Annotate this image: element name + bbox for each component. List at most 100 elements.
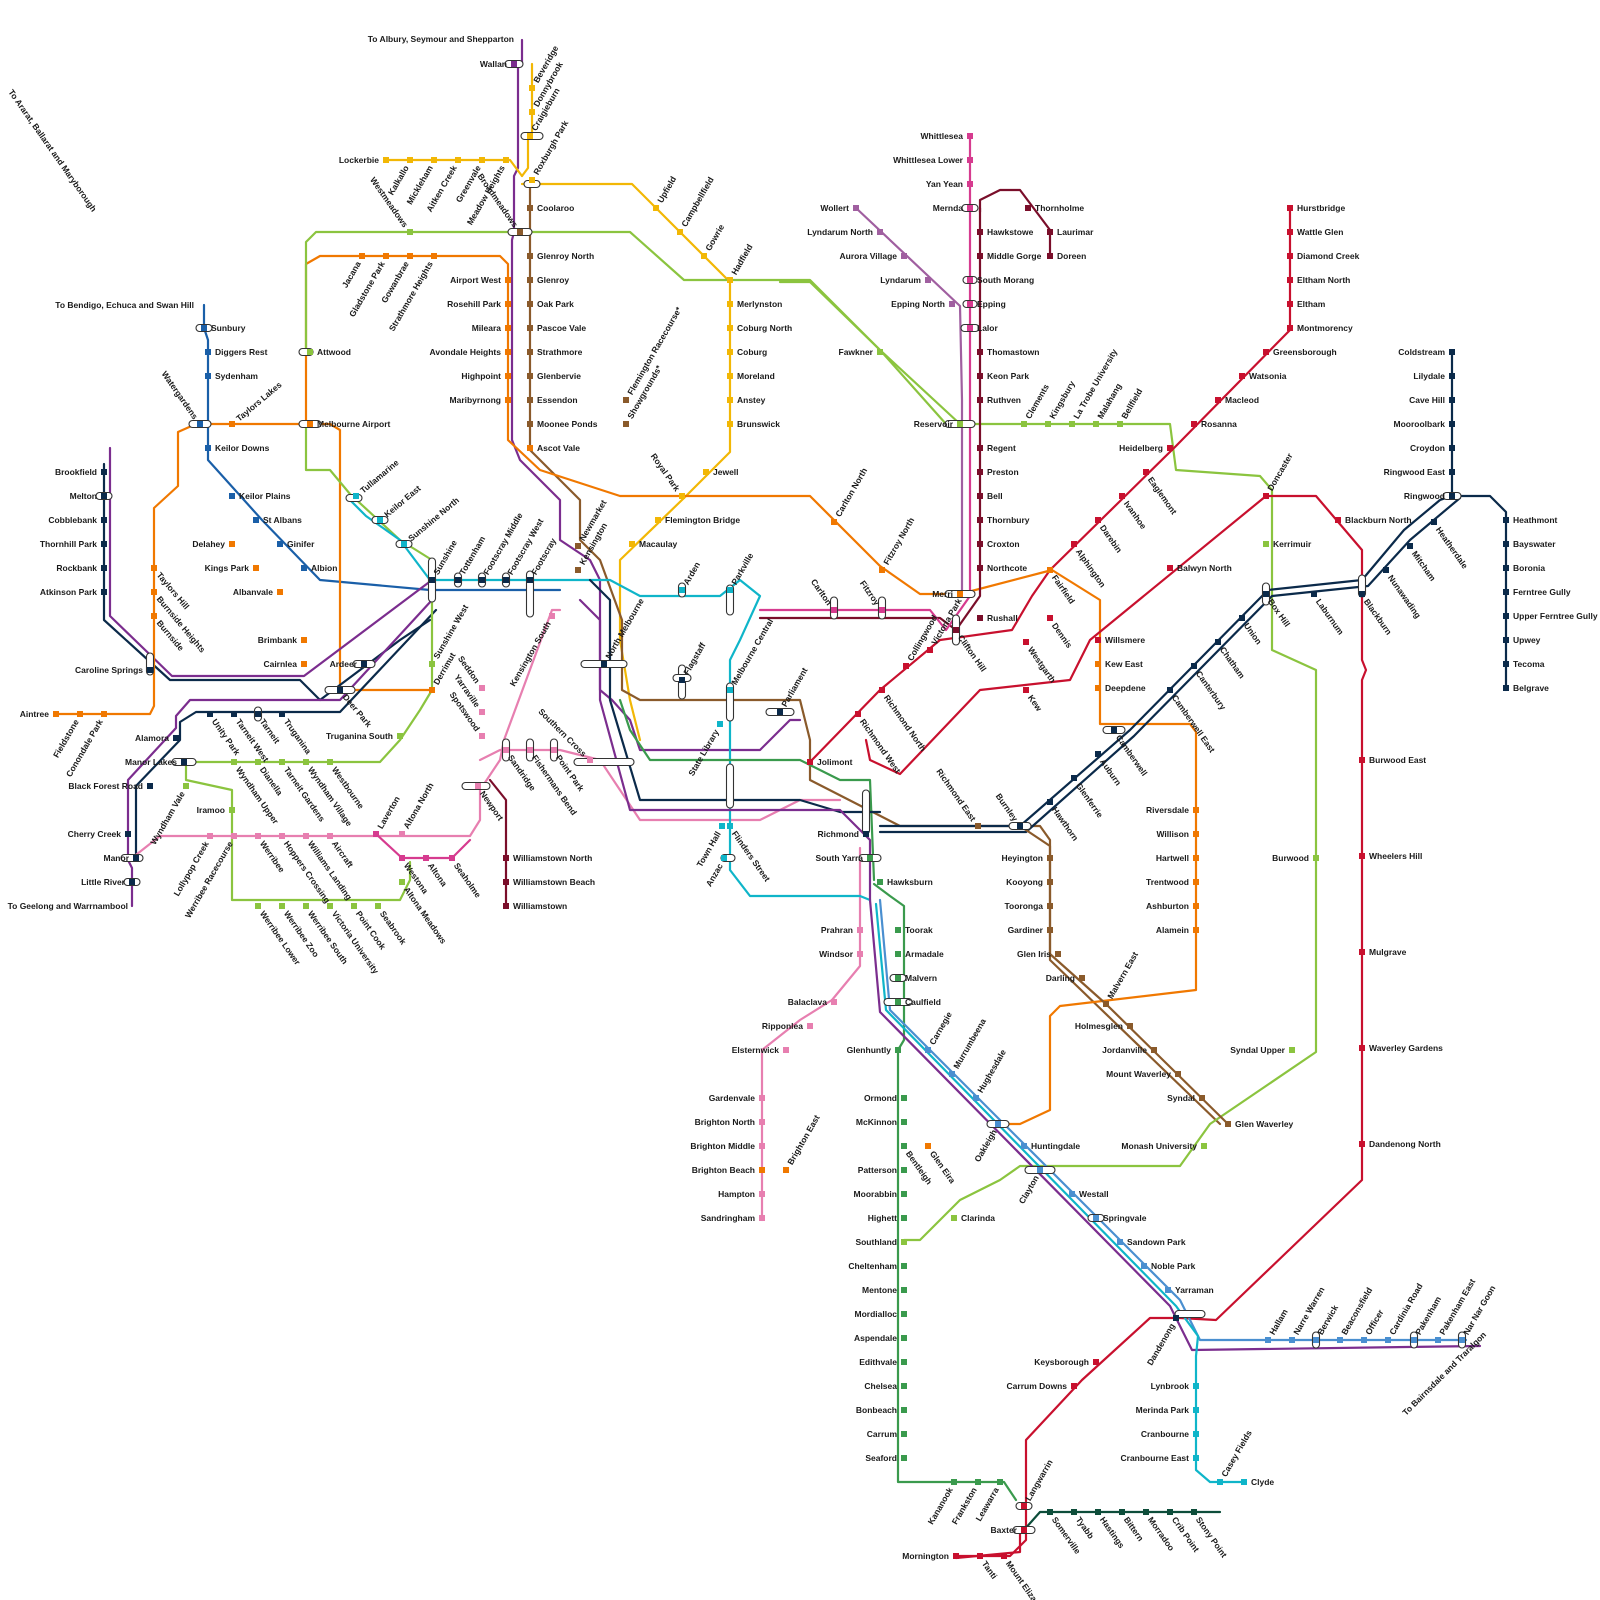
station-marker-keilor-downs[interactable]: [205, 445, 211, 451]
station-marker-merlynston[interactable]: [727, 301, 733, 307]
station-marker-aitken-creek[interactable]: [455, 157, 461, 163]
station-marker-moorabbin[interactable]: [901, 1191, 907, 1197]
station-marker-burnside-heights[interactable]: [151, 589, 157, 595]
station-marker-dianella[interactable]: [255, 759, 261, 765]
station-marker-crib-point[interactable]: [1167, 1509, 1173, 1515]
station-label-whittlesea-lower[interactable]: Whittlesea Lower: [893, 155, 964, 165]
station-marker-fairfield[interactable]: [1047, 567, 1053, 573]
station-label-sydenham[interactable]: Sydenham: [215, 371, 258, 381]
station-marker-darebin[interactable]: [1095, 517, 1101, 523]
station-marker-alamora[interactable]: [173, 735, 179, 741]
station-label-mentone[interactable]: Mentone: [862, 1285, 897, 1295]
station-marker-wollert[interactable]: [853, 205, 859, 211]
station-marker-mount-eliza[interactable]: [1001, 1553, 1007, 1559]
station-marker-wallan[interactable]: [511, 61, 517, 67]
station-label-jacana[interactable]: Jacana: [340, 259, 363, 289]
station-marker-wyndham-village[interactable]: [303, 759, 309, 765]
station-label-upfield[interactable]: Upfield: [655, 174, 678, 204]
station-marker-mount-waverley[interactable]: [1175, 1071, 1181, 1077]
station-label-diamond-creek[interactable]: Diamond Creek: [1297, 251, 1360, 261]
station-label-truganina-south[interactable]: Truganina South: [326, 731, 393, 741]
station-label-bellfield[interactable]: Bellfield: [1119, 387, 1144, 421]
station-label-northcote[interactable]: Northcote: [987, 563, 1027, 573]
station-marker-st-albans[interactable]: [253, 517, 259, 523]
station-marker-dennis[interactable]: [1047, 615, 1053, 621]
station-marker-croydon[interactable]: [1449, 445, 1455, 451]
station-label-glen-iris[interactable]: Glen Iris: [1017, 949, 1051, 959]
station-marker-keilor-east[interactable]: [377, 517, 383, 523]
station-marker-somerville[interactable]: [1047, 1509, 1053, 1515]
station-label-albanvale[interactable]: Albanvale: [233, 587, 273, 597]
station-label-caulfield[interactable]: Caulfield: [905, 997, 941, 1007]
station-marker-oakleigh[interactable]: [995, 1121, 1001, 1127]
station-marker-north-melbourne[interactable]: [601, 661, 607, 667]
station-marker-fitzroy[interactable]: [879, 607, 885, 613]
station-label-coburg-north[interactable]: Coburg North: [737, 323, 792, 333]
station-marker-frankston[interactable]: [975, 1479, 981, 1485]
station-marker-hawksburn[interactable]: [877, 879, 883, 885]
station-marker-werribee-racecourse[interactable]: [231, 833, 237, 839]
station-marker-dandenong-north[interactable]: [1359, 1141, 1365, 1147]
station-label-gowrie[interactable]: Gowrie: [703, 222, 726, 252]
station-marker-narre-warren[interactable]: [1289, 1337, 1295, 1343]
station-label-coburg[interactable]: Coburg: [737, 347, 767, 357]
station-label-oakleigh[interactable]: Oakleigh: [972, 1128, 999, 1164]
station-label-westgarth[interactable]: Westgarth: [1026, 645, 1058, 685]
station-label-deer-park[interactable]: Deer Park: [341, 692, 374, 729]
station-marker-aircraft[interactable]: [327, 833, 333, 839]
station-label-rockbank[interactable]: Rockbank: [56, 563, 97, 573]
station-label-gardenvale[interactable]: Gardenvale: [709, 1093, 756, 1103]
station-label-wattle-glen[interactable]: Wattle Glen: [1297, 227, 1343, 237]
station-label-carrum[interactable]: Carrum: [867, 1429, 898, 1439]
station-marker-thornhill-park[interactable]: [101, 541, 107, 547]
station-label-heidelberg[interactable]: Heidelberg: [1119, 443, 1163, 453]
station-marker-eltham-north[interactable]: [1287, 277, 1293, 283]
station-marker-highpoint[interactable]: [505, 373, 511, 379]
station-marker-eaglemont[interactable]: [1143, 469, 1149, 475]
station-label-dandenong-north[interactable]: Dandenong North: [1369, 1139, 1441, 1149]
station-marker-syndal-upper[interactable]: [1289, 1047, 1295, 1053]
station-label-deepdene[interactable]: Deepdene: [1105, 683, 1146, 693]
station-marker-point-cook[interactable]: [351, 903, 357, 909]
station-marker-cave-hill[interactable]: [1449, 397, 1455, 403]
station-label-truganina[interactable]: Truganina: [282, 717, 314, 756]
station-marker-williamstown[interactable]: [503, 903, 509, 909]
station-marker-anzac[interactable]: [721, 855, 727, 861]
station-marker-werribee[interactable]: [255, 833, 261, 839]
station-label-jewell[interactable]: Jewell: [713, 467, 739, 477]
station-label-kerrimuir[interactable]: Kerrimuir: [1273, 539, 1312, 549]
station-marker-jolimont[interactable]: [807, 759, 813, 765]
station-marker-meadow-heights[interactable]: [503, 157, 509, 163]
station-label-tanti[interactable]: Tanti: [980, 1559, 999, 1581]
station-marker-brunswick[interactable]: [727, 421, 733, 427]
station-marker-diamond-creek[interactable]: [1287, 253, 1293, 259]
station-label-malvern[interactable]: Malvern: [905, 973, 937, 983]
station-label-royal-park[interactable]: Royal Park: [649, 451, 683, 493]
station-marker-albanvale[interactable]: [277, 589, 283, 595]
station-label-patterson[interactable]: Patterson: [858, 1165, 897, 1175]
station-label-little-river[interactable]: Little River: [81, 877, 126, 887]
station-marker-brighton-east[interactable]: [783, 1167, 789, 1173]
station-label-croydon[interactable]: Croydon: [1410, 443, 1445, 453]
station-marker-ivanhoe[interactable]: [1119, 493, 1125, 499]
station-marker-huntingdale[interactable]: [1021, 1143, 1027, 1149]
station-marker-coolaroo[interactable]: [527, 205, 533, 211]
station-label-epping-north[interactable]: Epping North: [891, 299, 945, 309]
station-label-burnley[interactable]: Burnley: [994, 791, 1020, 823]
station-marker-glenroy-north[interactable]: [527, 253, 533, 259]
station-marker-leawarra[interactable]: [997, 1479, 1003, 1485]
station-label-attwood[interactable]: Attwood: [317, 347, 351, 357]
station-marker-fieldstone[interactable]: [77, 711, 83, 717]
station-marker-bell[interactable]: [977, 493, 983, 499]
interchange-marker[interactable]: [574, 759, 634, 766]
station-marker-williams-landing[interactable]: [303, 833, 309, 839]
station-marker-wheelers-hill[interactable]: [1359, 853, 1365, 859]
station-label-williamstown[interactable]: Williamstown: [513, 901, 567, 911]
station-marker-gardiner[interactable]: [1047, 927, 1053, 933]
station-marker-northcote[interactable]: [977, 565, 983, 571]
station-label-thomastown[interactable]: Thomastown: [987, 347, 1039, 357]
station-marker-bayswater[interactable]: [1503, 541, 1509, 547]
station-marker-camberwell[interactable]: [1111, 727, 1117, 733]
station-label-richmond[interactable]: Richmond: [817, 829, 859, 839]
station-marker-roxburgh-park[interactable]: [529, 177, 535, 183]
